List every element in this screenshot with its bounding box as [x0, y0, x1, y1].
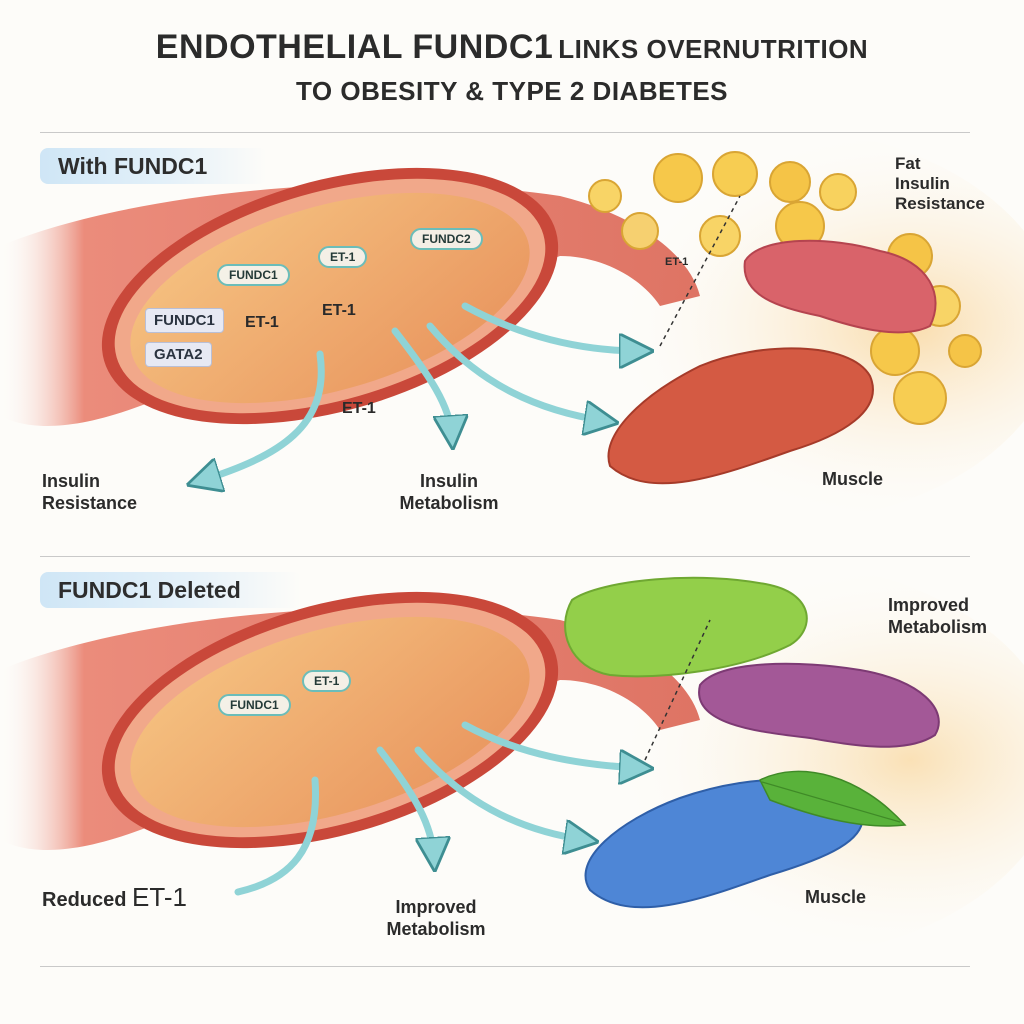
label-fat-insulin-resistance: Fat Insulin Resistance [895, 154, 985, 213]
green-tissue [564, 576, 808, 678]
label-improved-metabolism-center: Improved Metabolism [386, 897, 486, 939]
panel-with-fundc1: With FUNDC1 FUNDC1 GATA2 FUNDC1 ET-1 FUN… [0, 136, 1024, 556]
top-divider [40, 132, 970, 133]
panel-fundc1-deleted: FUNDC1 Deleted FUNDC1 ET-1 Reduced ET-1 … [0, 560, 1024, 980]
muscle-tissue [607, 347, 874, 485]
blood-vessel-lumen [130, 616, 530, 828]
tag-gata2: GATA2 [145, 342, 212, 367]
label-insulin-resistance: Insulin Resistance [42, 471, 138, 513]
organ-red-tissue [743, 239, 937, 334]
leaf-vein [761, 781, 901, 823]
pill-fundc1: FUNDC1 [217, 264, 290, 286]
purple-tissue [698, 662, 940, 748]
arrow-tag-et1: ET-1 [665, 256, 689, 268]
panel-label-with-fundc1: With FUNDC1 [40, 148, 268, 184]
pill-fundc2: FUNDC2 [410, 228, 483, 250]
bottom-panel-illustration [0, 560, 1024, 960]
tag-fundc1: FUNDC1 [145, 308, 224, 333]
flow-arrows [200, 302, 640, 481]
label-insulin-metabolism: Insulin Metabolism [399, 471, 499, 513]
vessel-label-et1-b: ET-1 [322, 302, 356, 319]
title-secondary: LINKS OVERNUTRITION [558, 34, 869, 64]
diagram-title-line2: TO OBESITY & TYPE 2 DIABETES [295, 76, 729, 106]
panel-label-fundc1-deleted: FUNDC1 Deleted [40, 572, 301, 608]
pill-fundc1-deleted: FUNDC1 [218, 694, 291, 716]
flow-arrows [234, 721, 640, 896]
vessel-label-et1-a: ET-1 [245, 314, 279, 331]
middle-divider [40, 556, 970, 557]
leaf-icon [758, 770, 907, 827]
diagram-title-line1: ENDOTHELIAL FUNDC1 LINKS OVERNUTRITION [0, 28, 1024, 67]
label-reduced-prefix: Reduced [42, 889, 127, 911]
label-muscle-top: Muscle [822, 469, 884, 489]
label-reduced-et1: Reduced ET-1 [42, 884, 187, 911]
label-reduced-et1-value: ET-1 [132, 882, 187, 912]
title-main: ENDOTHELIAL FUNDC1 [155, 28, 554, 66]
bottom-divider [40, 966, 970, 967]
dotted-connector [644, 619, 711, 761]
label-muscle-bottom: Muscle [805, 887, 867, 907]
pill-et1: ET-1 [318, 246, 368, 268]
label-improved-metabolism-right: Improved Metabolism [888, 595, 988, 637]
pill-et1-deleted: ET-1 [302, 670, 352, 692]
vessel-label-et1-c: ET-1 [342, 400, 376, 417]
arrow-reduced-et1 [234, 776, 320, 896]
